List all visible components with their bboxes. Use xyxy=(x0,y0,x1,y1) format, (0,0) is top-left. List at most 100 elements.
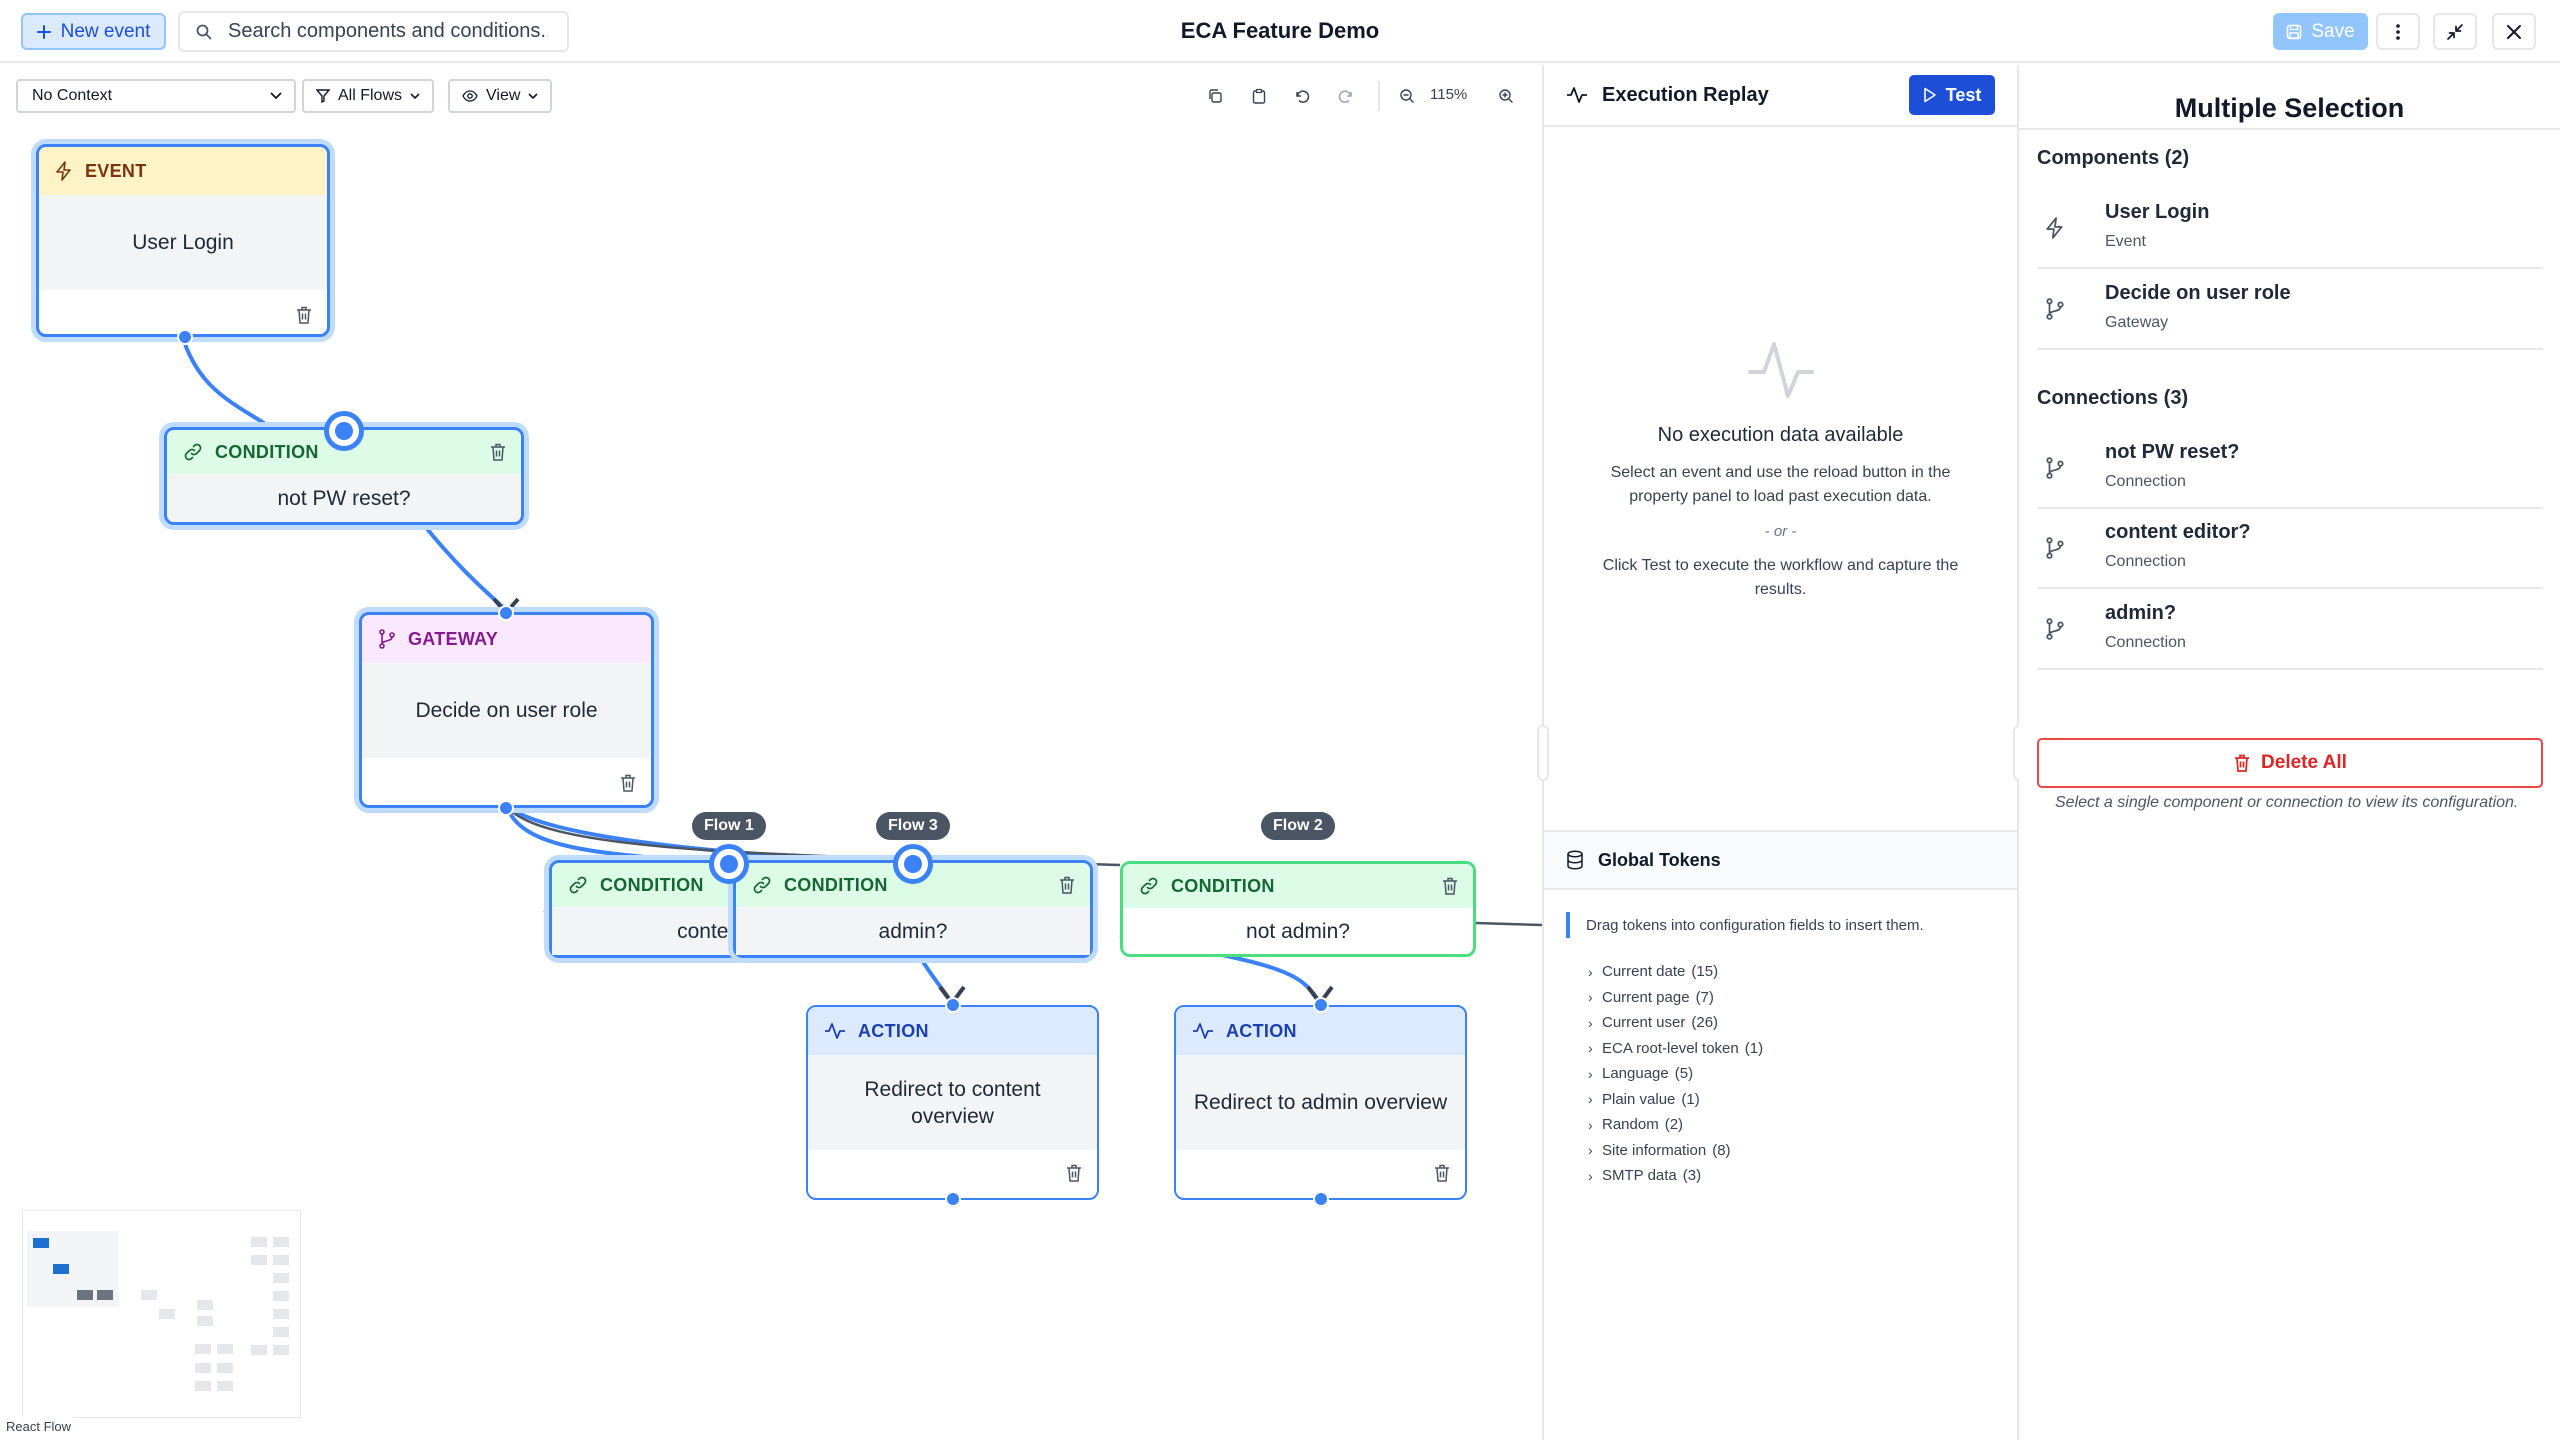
minimap[interactable] xyxy=(22,1210,301,1418)
search-input[interactable] xyxy=(228,20,548,43)
action-node-admin-overview[interactable]: ACTION Redirect to admin overview xyxy=(1174,997,1467,1207)
search-box[interactable] xyxy=(178,11,569,52)
flow-canvas[interactable]: No Context All Flows View 115% EVENT Use… xyxy=(0,65,1542,1440)
trash-icon[interactable] xyxy=(295,305,313,325)
node-title: not PW reset? xyxy=(167,474,521,522)
node-title: Decide on user role xyxy=(362,663,651,758)
token-group-count: (7) xyxy=(1695,988,1714,1006)
connection-item[interactable]: not PW reset? Connection xyxy=(2037,429,2543,509)
copy-button[interactable] xyxy=(1201,82,1229,110)
token-group[interactable]: ›Random(2) xyxy=(1588,1112,1763,1138)
branch-icon xyxy=(378,629,396,649)
view-menu-button[interactable]: View xyxy=(448,79,553,113)
trash-icon[interactable] xyxy=(619,773,637,793)
trash-icon[interactable] xyxy=(489,442,507,462)
react-flow-attribution[interactable]: React Flow xyxy=(4,1417,74,1436)
page-title: ECA Feature Demo xyxy=(1180,18,1380,43)
close-button[interactable] xyxy=(2492,13,2536,50)
chevron-right-icon: › xyxy=(1588,1065,1593,1082)
global-tokens-header[interactable]: Global Tokens xyxy=(1544,830,2017,890)
node-footer xyxy=(362,758,651,808)
undo-button[interactable] xyxy=(1288,82,1316,110)
token-group[interactable]: ›Plain value(1) xyxy=(1588,1087,1763,1113)
token-group[interactable]: ›Current date(15) xyxy=(1588,959,1763,985)
node-output-handle[interactable] xyxy=(177,329,193,345)
close-icon xyxy=(2506,24,2522,40)
component-name: User Login xyxy=(2105,201,2210,223)
more-options-button[interactable] xyxy=(2376,13,2420,50)
connection-item[interactable]: admin? Connection xyxy=(2037,590,2543,670)
flow-tag[interactable]: Flow 3 xyxy=(876,812,950,840)
token-group[interactable]: ›Language(5) xyxy=(1588,1061,1763,1087)
node-input-handle[interactable] xyxy=(498,605,514,621)
divider xyxy=(2019,128,2560,130)
minimap-node xyxy=(159,1309,175,1319)
resize-handle[interactable] xyxy=(1537,725,1549,781)
zoom-out-button[interactable] xyxy=(1393,82,1421,110)
connection-handle[interactable] xyxy=(709,844,749,884)
token-group-label: Current page xyxy=(1602,988,1690,1006)
node-output-handle[interactable] xyxy=(498,800,514,816)
node-input-handle[interactable] xyxy=(945,997,961,1013)
node-header: ACTION xyxy=(1176,1007,1465,1055)
minimap-node xyxy=(251,1255,267,1265)
link-icon xyxy=(1139,876,1159,896)
trash-icon[interactable] xyxy=(1058,875,1076,895)
node-title: not admin? xyxy=(1123,908,1473,954)
context-select[interactable]: No Context xyxy=(16,79,296,113)
lightning-icon xyxy=(55,161,73,181)
flow-tag[interactable]: Flow 1 xyxy=(692,812,766,840)
token-group[interactable]: ›Site information(8) xyxy=(1588,1138,1763,1164)
token-group-label: ECA root-level token xyxy=(1602,1039,1739,1057)
gateway-node-user-role[interactable]: GATEWAY Decide on user role xyxy=(359,605,654,816)
top-bar: New event ECA Feature Demo Save xyxy=(0,0,2560,63)
flows-filter-label: All Flows xyxy=(338,87,403,104)
edge-flow-1 xyxy=(504,804,729,864)
component-item[interactable]: Decide on user role Gateway xyxy=(2037,270,2543,350)
zoom-in-button[interactable] xyxy=(1492,82,1520,110)
condition-node-not-admin[interactable]: CONDITION not admin? xyxy=(1120,861,1476,957)
connection-type: Connection xyxy=(2105,473,2186,490)
test-button[interactable]: Test xyxy=(1909,75,1995,115)
trash-icon[interactable] xyxy=(1065,1163,1083,1183)
paste-button[interactable] xyxy=(1245,82,1273,110)
eye-icon xyxy=(462,90,478,102)
node-input-handle[interactable] xyxy=(1313,997,1329,1013)
connection-handle[interactable] xyxy=(324,411,364,451)
zoom-level: 115% xyxy=(1430,86,1468,103)
execution-empty-state: No execution data available Select an ev… xyxy=(1544,340,2017,602)
token-group-label: Plain value xyxy=(1602,1090,1676,1108)
component-type: Event xyxy=(2105,233,2146,250)
minimap-node xyxy=(273,1291,289,1301)
trash-icon[interactable] xyxy=(1441,876,1459,896)
database-icon xyxy=(1566,850,1584,870)
action-node-content-overview[interactable]: ACTION Redirect to content overview xyxy=(806,997,1099,1207)
condition-node-admin[interactable]: CONDITION admin? xyxy=(733,860,1093,958)
redo-button[interactable] xyxy=(1332,82,1360,110)
minimap-node xyxy=(97,1290,113,1300)
event-node-user-login[interactable]: EVENT User Login xyxy=(36,144,330,345)
connection-handle[interactable] xyxy=(893,844,933,884)
token-group-count: (26) xyxy=(1691,1014,1719,1032)
token-group[interactable]: ›Current user(26) xyxy=(1588,1010,1763,1036)
collapse-button[interactable] xyxy=(2433,13,2477,50)
delete-all-button[interactable]: Delete All xyxy=(2037,738,2543,788)
flows-filter-button[interactable]: All Flows xyxy=(302,79,435,113)
save-button[interactable]: Save xyxy=(2273,13,2368,50)
node-title: admin? xyxy=(736,907,1090,955)
token-group-label: Random xyxy=(1602,1116,1659,1134)
node-output-handle[interactable] xyxy=(945,1191,961,1207)
trash-icon[interactable] xyxy=(1433,1163,1451,1183)
empty-title: No execution data available xyxy=(1657,424,1904,446)
token-group[interactable]: ›SMTP data(3) xyxy=(1588,1163,1763,1189)
chevron-down-icon xyxy=(528,92,538,100)
connection-item[interactable]: content editor? Connection xyxy=(2037,509,2543,589)
node-output-handle[interactable] xyxy=(1313,1191,1329,1207)
token-group[interactable]: ›ECA root-level token(1) xyxy=(1588,1036,1763,1062)
component-item[interactable]: User Login Event xyxy=(2037,189,2543,269)
token-group[interactable]: ›Current page(7) xyxy=(1588,985,1763,1011)
plus-icon xyxy=(36,24,51,39)
edge-condition-to-gateway xyxy=(422,523,508,612)
flow-tag[interactable]: Flow 2 xyxy=(1261,812,1335,840)
new-event-button[interactable]: New event xyxy=(21,13,166,50)
